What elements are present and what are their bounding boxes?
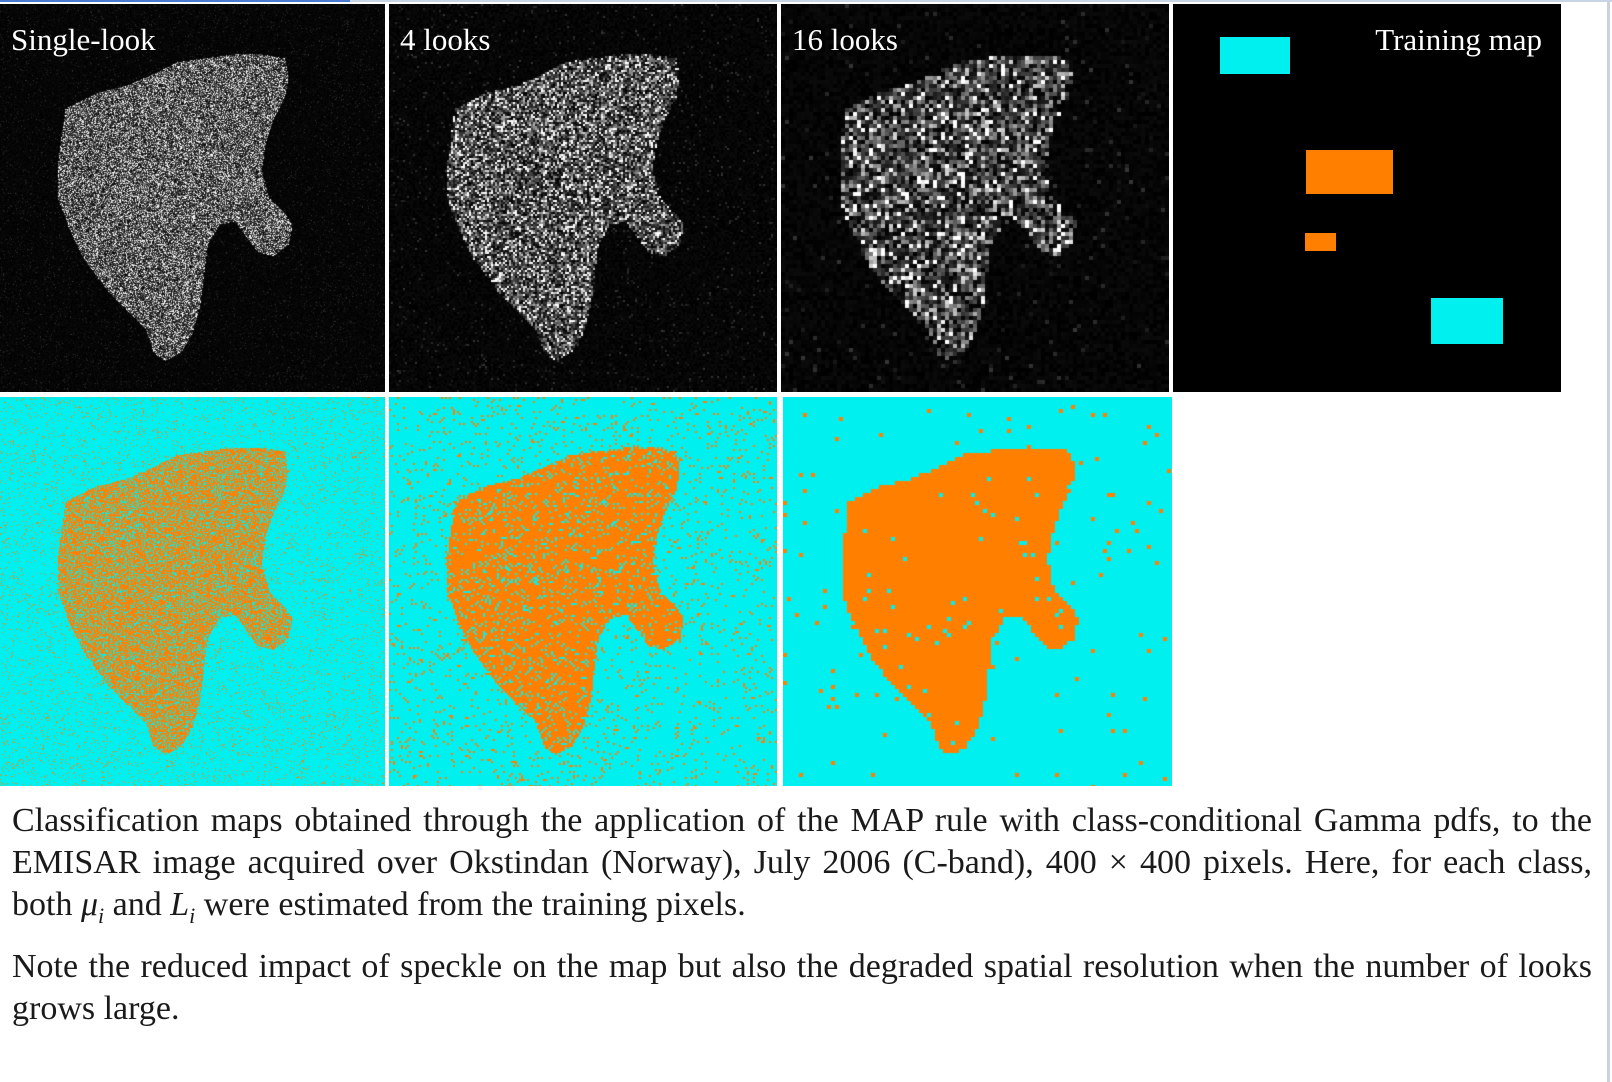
symbol-L-subscript: i: [189, 902, 196, 928]
top-border-line: [0, 0, 1612, 2]
sar-panel-4-looks: 4 looks: [389, 4, 777, 392]
caption-text-and: and: [104, 886, 171, 923]
classification-image-16-looks: [783, 397, 1172, 786]
caption-text-end: were estimated from the training pixels.: [195, 886, 746, 923]
training-region-cyan-1: [1220, 37, 1290, 74]
sar-image-4-looks: [389, 4, 777, 392]
figure-caption-paragraph-1: Classification maps obtained through the…: [12, 800, 1592, 926]
panel-label-16-looks: 16 looks: [792, 22, 898, 57]
symbol-L: L: [170, 886, 190, 923]
training-region-cyan-2: [1431, 298, 1503, 344]
figure-caption-paragraph-2: Note the reduced impact of speckle on th…: [12, 948, 1592, 1027]
classification-image-single-look: [0, 397, 385, 786]
panel-label-single-look: Single-look: [11, 22, 156, 57]
sar-image-single-look: [0, 4, 385, 392]
classification-map-single-look: [0, 397, 385, 786]
classification-image-4-looks: [389, 397, 777, 786]
symbol-mu-subscript: i: [98, 902, 105, 928]
training-region-orange-2: [1305, 233, 1336, 251]
training-region-orange-1: [1306, 150, 1393, 194]
sar-panel-16-looks: 16 looks: [781, 4, 1169, 392]
training-map-panel: Training map: [1173, 4, 1561, 392]
panel-label-4-looks: 4 looks: [400, 22, 491, 57]
sar-panel-single-look: Single-look: [0, 4, 385, 392]
top-border-accent: [0, 0, 350, 2]
caption-text-start: Classification maps obtained through the…: [12, 802, 1592, 923]
classification-map-16-looks: [783, 397, 1172, 786]
symbol-mu: μ: [80, 886, 99, 923]
right-border-line: [1607, 0, 1610, 1082]
panel-label-training-map: Training map: [1375, 22, 1542, 57]
classification-map-4-looks: [389, 397, 777, 786]
sar-image-16-looks: [781, 4, 1169, 392]
